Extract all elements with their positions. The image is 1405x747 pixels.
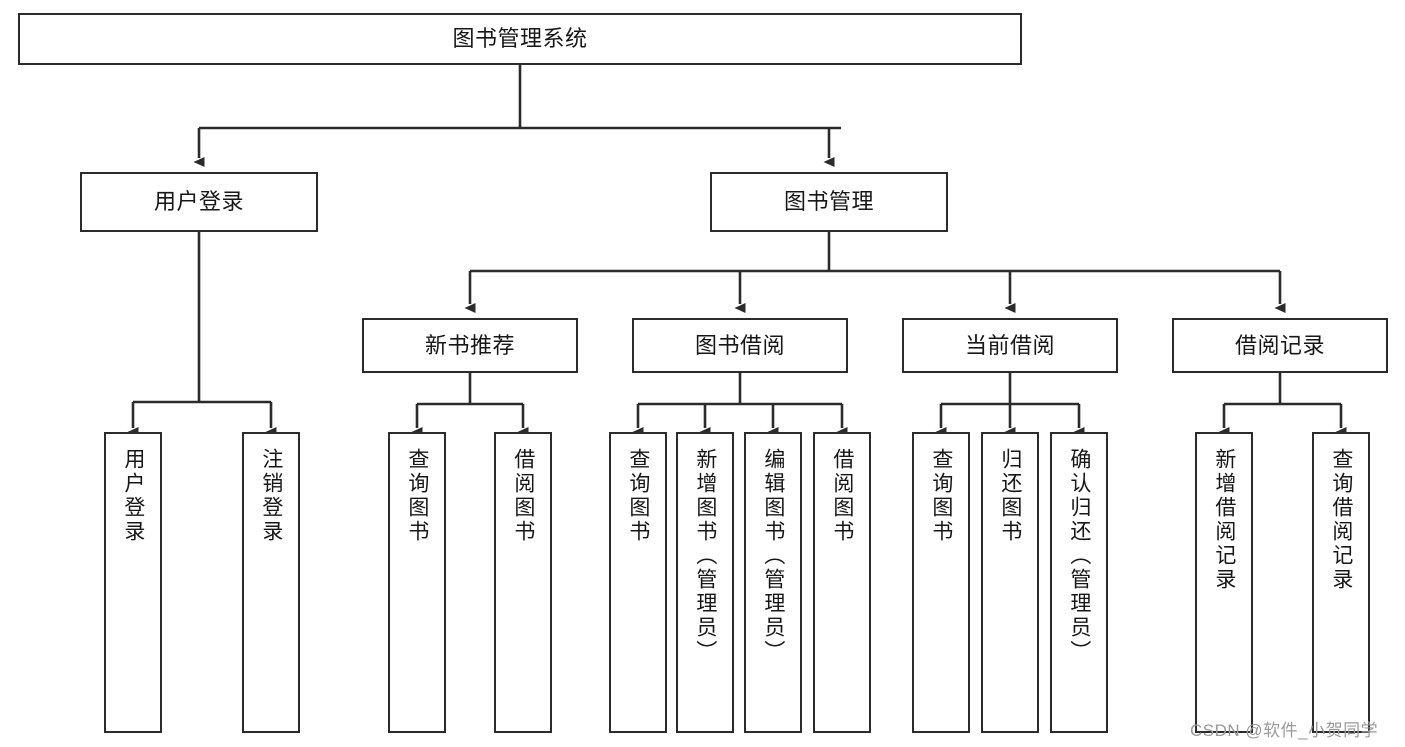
leaf-edit-book[interactable]: 编辑图书（管理员） [744,432,802,733]
leaf-query-book-1[interactable]: 查询图书 [388,432,446,733]
node-book-borrow[interactable]: 图书借阅 [632,318,848,373]
node-borrow-record[interactable]: 借阅记录 [1172,318,1388,373]
node-book-manage[interactable]: 图书管理 [710,172,948,232]
leaf-query-book-1-label: 查询图书 [405,448,429,544]
leaf-confirm-return[interactable]: 确认归还（管理员） [1050,432,1108,733]
leaf-borrow-book-1-label: 借阅图书 [511,448,535,544]
node-book-manage-label: 图书管理 [783,189,874,215]
leaf-edit-book-label: 编辑图书（管理员） [761,448,785,664]
leaf-query-book-2[interactable]: 查询图书 [609,432,667,733]
node-root[interactable]: 图书管理系统 [18,13,1022,65]
node-current-borrow-label: 当前借阅 [964,332,1055,358]
leaf-add-book[interactable]: 新增图书（管理员） [676,432,734,733]
leaf-add-book-label: 新增图书（管理员） [693,448,717,664]
leaf-borrow-book-2-label: 借阅图书 [830,448,854,544]
csdn-watermark: CSDN @软件_小贺同学 [1190,721,1379,740]
node-user-login[interactable]: 用户登录 [80,172,318,232]
leaf-user-login-label: 用户登录 [121,448,145,544]
leaf-borrow-book-1[interactable]: 借阅图书 [494,432,552,733]
leaf-query-book-3-label: 查询图书 [929,448,953,544]
leaf-add-record-label: 新增借阅记录 [1212,448,1236,592]
node-borrow-record-label: 借阅记录 [1234,332,1325,358]
leaf-return-book[interactable]: 归还图书 [981,432,1039,733]
leaf-logout-login-label: 注销登录 [259,448,283,544]
node-user-login-label: 用户登录 [153,189,244,215]
leaf-user-login[interactable]: 用户登录 [104,432,162,733]
leaf-confirm-return-label: 确认归还（管理员） [1067,448,1091,664]
node-new-book-recommend-label: 新书推荐 [424,332,515,358]
node-book-borrow-label: 图书借阅 [694,332,785,358]
leaf-query-book-2-label: 查询图书 [626,448,650,544]
leaf-query-book-3[interactable]: 查询图书 [912,432,970,733]
leaf-add-record[interactable]: 新增借阅记录 [1195,432,1253,733]
leaf-query-record-label: 查询借阅记录 [1329,448,1353,592]
node-current-borrow[interactable]: 当前借阅 [902,318,1118,373]
leaf-borrow-book-2[interactable]: 借阅图书 [813,432,871,733]
node-root-label: 图书管理系统 [452,26,588,52]
node-new-book-recommend[interactable]: 新书推荐 [362,318,578,373]
leaf-return-book-label: 归还图书 [998,448,1022,544]
leaf-query-record[interactable]: 查询借阅记录 [1312,432,1370,733]
leaf-logout-login[interactable]: 注销登录 [242,432,300,733]
